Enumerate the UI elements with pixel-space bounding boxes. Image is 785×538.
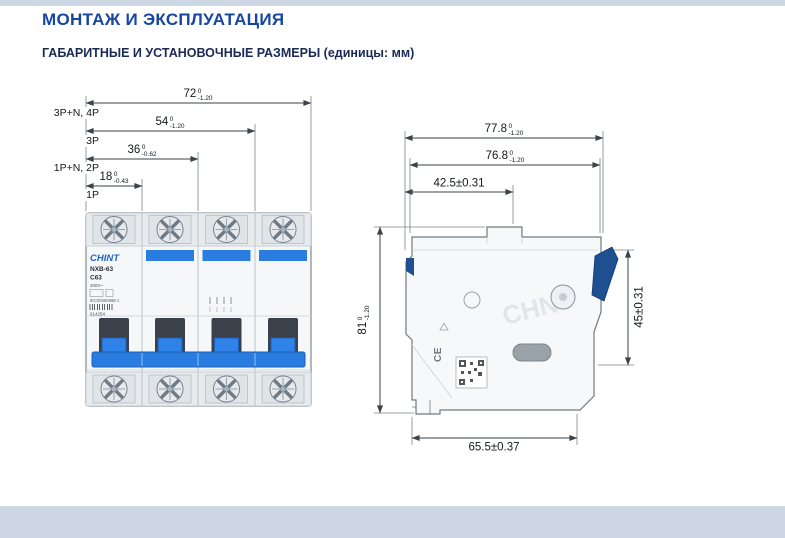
tolerance-lower: -1.20: [197, 94, 213, 102]
dim-18-value: 18: [99, 171, 113, 183]
toggle-side: [591, 246, 619, 302]
rating-text: C63: [90, 275, 102, 282]
recycle-icon: [439, 322, 449, 331]
model-text: NXB-63: [90, 266, 114, 273]
breaking-capacity-box: [89, 289, 104, 297]
side-view: CHNT CE: [374, 131, 634, 445]
dim-54-value: 54: [155, 116, 169, 128]
pole-label-1p: 1P: [84, 189, 101, 201]
dim-45-value: 45±0.31: [633, 286, 646, 328]
dim-18-tolerance: 0-0.43: [114, 171, 129, 185]
dim-76-8-value: 76.8: [485, 150, 509, 162]
module-separators: [141, 213, 256, 406]
dim-77-8-tolerance: 0-1.20: [509, 123, 524, 137]
standard-text: IEC/EN60898-1: [90, 298, 120, 303]
pole-markings: [209, 297, 232, 304]
pole-label-3p: 3P: [84, 135, 101, 147]
page-title: МОНТАЖ И ЭКСПЛУАТАЦИЯ: [42, 10, 285, 29]
pole-markings-2: [209, 307, 232, 312]
dim-81-value: 81: [357, 321, 369, 335]
dim-77-8: 77.8 0-1.20: [481, 123, 527, 137]
terminal-plates: [92, 215, 305, 404]
tolerance-lower: -1.20: [509, 156, 525, 164]
side-seams: [411, 237, 598, 399]
energy-class-box: [105, 289, 114, 297]
top-band: [0, 0, 785, 6]
pole-label-2p: 1P+N, 2P: [51, 162, 101, 174]
dim-36-value: 36: [127, 144, 141, 156]
dim-72: 72 0-1.20: [180, 88, 216, 102]
dim-36-tolerance: 0-0.62: [142, 144, 157, 158]
dim-42-5: 42.5±0.31: [430, 177, 488, 191]
dim-18: 18 0-0.43: [96, 171, 132, 185]
voltage-text: 400V~: [90, 283, 104, 288]
tolerance-lower: -0.43: [113, 177, 129, 185]
tolerance-upper: 0: [508, 123, 513, 130]
dim-76-8-tolerance: 0-1.20: [510, 150, 525, 164]
module-blue-stripes: [146, 250, 307, 261]
screw-boss-center: [559, 293, 567, 301]
bottom-band: [0, 506, 785, 538]
qr-code: [455, 356, 488, 389]
article-text: 614254: [90, 312, 106, 317]
dim-72-tolerance: 0-1.20: [198, 88, 213, 102]
rivet: [463, 291, 481, 309]
dim-36: 36 0-0.62: [124, 144, 160, 158]
din-release-handle: [512, 343, 552, 362]
breaker-front-view: CHINT NXB-63 C63 400V~ IEC/EN60898-1 614…: [85, 212, 312, 407]
extension-lines-front: [85, 96, 312, 211]
dim-65-5-value: 65.5±0.37: [468, 441, 520, 454]
tolerance-lower: -1.20: [508, 129, 524, 137]
tolerance-lower: -0.62: [141, 150, 157, 158]
terminal-opening: [406, 258, 414, 276]
front-view: CHINT NXB-63 C63 400V~ IEC/EN60898-1 614…: [85, 96, 312, 407]
barcode: [89, 304, 113, 310]
tolerance-upper: 0: [113, 171, 118, 178]
dim-45: 45±0.31: [633, 283, 647, 331]
face-grooves: [86, 245, 311, 371]
dim-54: 54 0-1.20: [152, 116, 188, 130]
dim-72-value: 72: [183, 88, 197, 100]
breaker-side-view: CHNT CE: [405, 226, 619, 415]
din-clip: [412, 400, 431, 414]
tolerance-lower: -1.20: [363, 305, 371, 321]
dim-65-5: 65.5±0.37: [465, 441, 523, 455]
tolerance-upper: 0: [197, 88, 202, 95]
tolerance-upper: 0: [509, 150, 514, 157]
dim-42-5-value: 42.5±0.31: [433, 177, 485, 190]
side-outline: [405, 226, 602, 415]
ce-mark: CE: [433, 347, 444, 362]
dim-77-8-value: 77.8: [484, 123, 508, 135]
dim-81: 81 0-1.20: [357, 302, 371, 338]
brand-logo: CHINT: [90, 253, 120, 264]
tolerance-upper: 0: [169, 116, 174, 123]
dim-76-8: 76.8 0-1.20: [482, 150, 528, 164]
tolerance-upper: 0: [141, 144, 146, 151]
dim-81-tolerance: 0-1.20: [357, 305, 371, 320]
dim-54-tolerance: 0-1.20: [170, 116, 185, 130]
tie-bar-seams: [141, 353, 256, 366]
tolerance-lower: -1.20: [169, 122, 185, 130]
section-subtitle: ГАБАРИТНЫЕ И УСТАНОВОЧНЫЕ РАЗМЕРЫ (едини…: [42, 46, 415, 60]
pole-label-4p: 3P+N, 4P: [51, 107, 101, 119]
